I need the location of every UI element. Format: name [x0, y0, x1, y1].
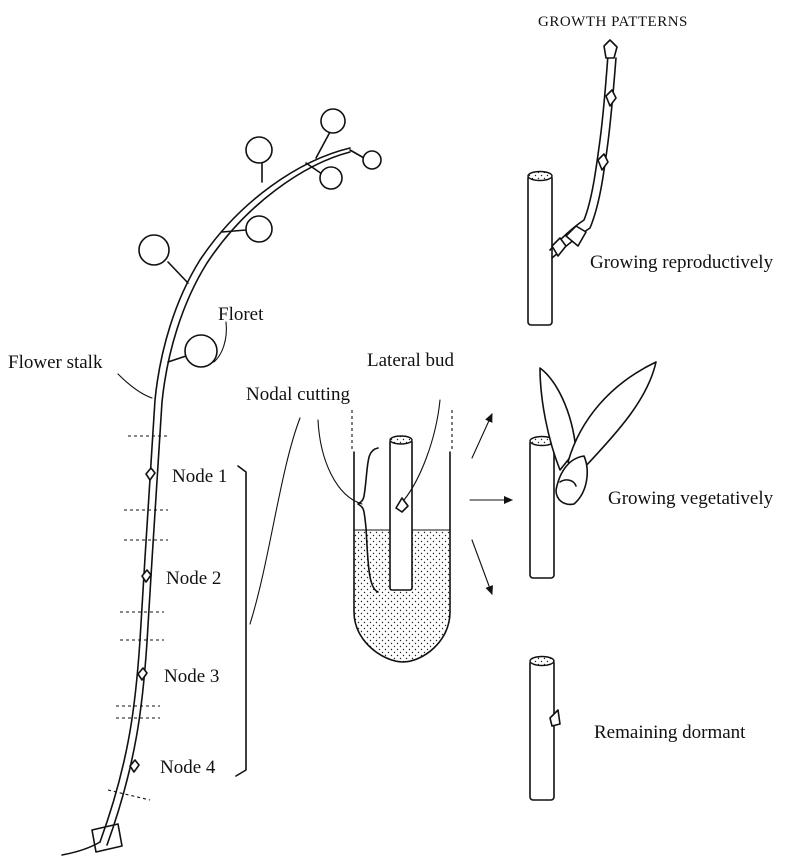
cut-lines: [108, 436, 170, 800]
node-4-label: Node 4: [160, 757, 216, 778]
floret: [246, 216, 272, 242]
flower-stalk: [62, 148, 350, 855]
floret: [185, 335, 217, 367]
floret: [321, 109, 345, 133]
growing-reproductively-label: Growing reproductively: [590, 252, 774, 273]
node-3-label: Node 3: [164, 666, 219, 687]
nodal-cutting-label: Nodal cutting: [246, 384, 350, 405]
stem-vegetative: [530, 362, 656, 578]
node-bracket: [236, 466, 246, 776]
nodal-cutting-tube: [318, 400, 452, 662]
floret: [246, 137, 272, 163]
node-2-label: Node 2: [166, 568, 221, 589]
outcome-arrows: [470, 414, 512, 594]
floret: [320, 167, 342, 189]
node-1-label: Node 1: [172, 466, 227, 487]
stem-reproductive: [528, 40, 617, 325]
growing-vegetatively-label: Growing vegetatively: [608, 488, 774, 509]
diagram-title: Growth Patterns: [538, 14, 688, 30]
floret-label: Floret: [218, 304, 264, 325]
flower-stalk-label: Flower stalk: [8, 352, 103, 373]
stalk-nodes: [130, 468, 155, 772]
stem-dormant: [530, 657, 560, 801]
remaining-dormant-label: Remaining dormant: [594, 722, 746, 743]
floret: [139, 235, 169, 265]
floret: [363, 151, 381, 169]
lateral-bud-label: Lateral bud: [367, 350, 455, 371]
florets: [139, 109, 381, 367]
